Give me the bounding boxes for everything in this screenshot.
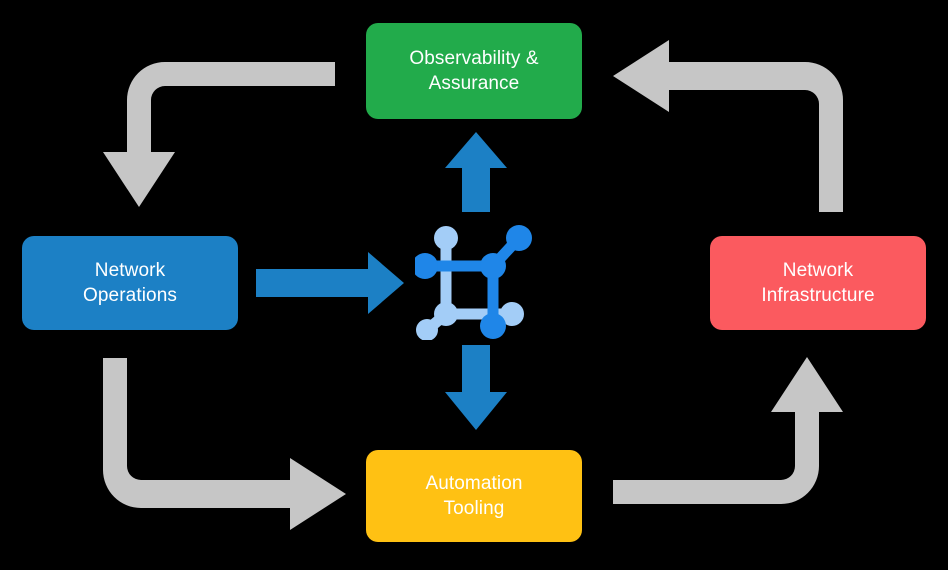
node-label-automation-tooling: Automation Tooling xyxy=(425,472,523,519)
gray-arrow-automation-to-infrastructure xyxy=(613,357,843,504)
node-label-network-infrastructure: Network Infrastructure xyxy=(761,259,875,306)
node-box-network-operations[interactable]: Network Operations xyxy=(22,236,238,330)
gray-arrow-operations-to-automation xyxy=(103,358,346,530)
node-box-network-infrastructure[interactable]: Network Infrastructure xyxy=(710,236,926,330)
blue-arrow-operations-to-center xyxy=(256,252,404,314)
node-box-observability[interactable]: Observability & Assurance xyxy=(366,23,582,119)
node-box-automation-tooling[interactable]: Automation Tooling xyxy=(366,450,582,542)
blue-arrow-center-to-automation xyxy=(445,345,507,430)
network-topology-icon xyxy=(415,225,532,340)
node-label-observability: Observability & Assurance xyxy=(409,47,539,94)
node-label-network-operations: Network Operations xyxy=(83,259,177,306)
network-topology-nodes xyxy=(415,225,532,340)
gray-arrow-observability-to-operations xyxy=(103,62,335,207)
blue-arrow-center-to-observability xyxy=(445,132,507,212)
gray-arrow-infrastructure-to-observability xyxy=(613,40,843,212)
